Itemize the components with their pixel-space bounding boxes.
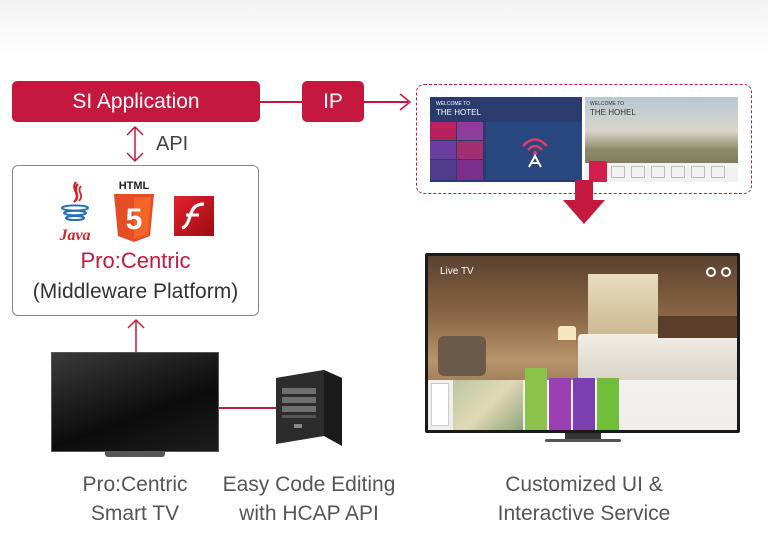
caption-code-editing: Easy Code Editing with HCAP API xyxy=(210,470,408,528)
menu-tile-4 xyxy=(457,141,483,159)
welcome-text-right: WELCOME TO xyxy=(590,101,624,107)
caption-code-editing-line1: Easy Code Editing xyxy=(222,473,396,496)
hotel-room-scene: Live TV xyxy=(428,256,737,430)
bottom-menu-item xyxy=(611,166,625,178)
menu-tile-6 xyxy=(457,160,483,180)
caption-customized-ui: Customized UI & Interactive Service xyxy=(470,470,698,528)
welcome-text-left: WELCOME TO xyxy=(436,101,470,107)
java-logo-text: Java xyxy=(58,227,90,244)
room-armchair xyxy=(438,336,486,376)
ui-screenshot-right: WELCOME TO THE HOHEL xyxy=(585,97,738,182)
caption-customized-ui-line2: Interactive Service xyxy=(497,502,671,525)
api-label: API xyxy=(156,133,189,155)
room-headboard xyxy=(658,316,737,338)
java-logo-icon: Java xyxy=(58,181,91,244)
launcher-tile-purple xyxy=(549,378,571,430)
top-band xyxy=(0,0,768,55)
bottom-menu-active xyxy=(589,161,607,182)
si-application-box: SI Application xyxy=(12,81,260,122)
tv-stand-base xyxy=(545,439,621,442)
api-double-arrow-icon xyxy=(126,125,144,163)
bottom-menu-item xyxy=(691,166,705,178)
live-tv-control-icon xyxy=(721,267,731,277)
hotel-text-right: THE HOHEL xyxy=(590,108,636,117)
caption-smart-tv: Pro:Centric Smart TV xyxy=(52,470,218,528)
tv-to-platform-arrow-icon xyxy=(127,318,145,354)
launcher-tile-lime xyxy=(597,378,619,430)
platform-name: Pro:Centric xyxy=(80,248,191,273)
middleware-platform-box xyxy=(12,165,259,316)
live-tv-label: Live TV xyxy=(440,266,474,277)
tv-stand xyxy=(565,433,601,439)
smart-tv-stand xyxy=(105,452,165,457)
room-window xyxy=(588,274,658,344)
live-tv-control-icon xyxy=(706,267,716,277)
si-ip-connector xyxy=(260,101,302,103)
wifi-icon xyxy=(522,138,548,168)
caption-code-editing-line2: with HCAP API xyxy=(239,502,379,525)
tv-server-connector xyxy=(219,407,277,409)
caption-smart-tv-line2: Smart TV xyxy=(90,502,180,525)
platform-subtitle: (Middleware Platform) xyxy=(32,280,239,303)
html5-logo-icon: HTML 5 xyxy=(114,180,154,242)
menu-tile-5 xyxy=(430,160,456,180)
feature-panel xyxy=(486,122,582,180)
hotel-text-left: THE HOTEL xyxy=(436,108,481,117)
menu-tile-3 xyxy=(430,141,456,159)
ip-box: IP xyxy=(302,81,364,122)
html5-number: 5 xyxy=(126,203,143,236)
menu-tile-2 xyxy=(457,122,483,140)
ui-screenshot-left: WELCOME TO THE HOTEL xyxy=(430,97,582,182)
caption-smart-tv-line1: Pro:Centric xyxy=(82,473,188,496)
html5-logo-text: HTML xyxy=(119,180,150,192)
customized-ui-tv: Live TV xyxy=(425,253,740,445)
caption-customized-ui-line1: Customized UI & xyxy=(505,473,663,496)
flash-logo-icon xyxy=(174,196,214,236)
room-lamp xyxy=(558,326,576,340)
bottom-menu-item xyxy=(711,166,725,178)
launcher-tile-green xyxy=(525,368,547,430)
smart-tv xyxy=(51,352,219,460)
ip-arrow-head-icon xyxy=(399,93,412,111)
server-tower-icon xyxy=(276,370,342,446)
bottom-menu-item xyxy=(671,166,685,178)
arrow-down-icon xyxy=(563,180,605,224)
launcher-tile-violet xyxy=(573,378,595,430)
bottom-menu-item xyxy=(631,166,645,178)
room-bed xyxy=(578,334,737,384)
smart-tv-screen xyxy=(51,352,219,452)
bottom-menu-item xyxy=(651,166,665,178)
launcher-tile-home xyxy=(431,383,449,426)
ip-label: IP xyxy=(323,89,343,113)
menu-tile-1 xyxy=(430,122,456,140)
launcher-tile-photo xyxy=(453,380,523,430)
ip-arrow-line xyxy=(364,101,408,103)
si-application-label: SI Application xyxy=(72,89,200,113)
